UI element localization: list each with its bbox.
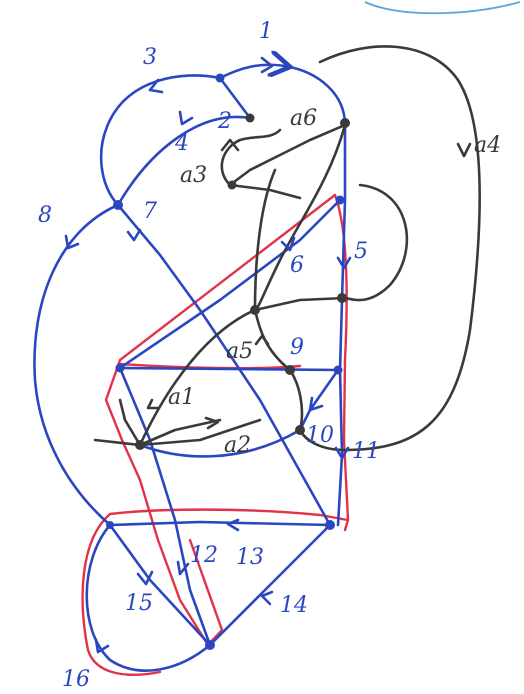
label-10: 10 xyxy=(306,423,334,448)
arrowheads xyxy=(64,56,352,654)
label-8: 8 xyxy=(38,203,52,228)
label-a5: a5 xyxy=(226,339,253,364)
label-5: 5 xyxy=(354,239,368,264)
label-a1: a1 xyxy=(168,385,195,410)
nodes xyxy=(106,73,350,650)
label-1: 1 xyxy=(259,19,273,44)
label-9: 9 xyxy=(290,335,304,360)
label-a4: a4 xyxy=(474,133,501,158)
label-2: 2 xyxy=(217,109,232,134)
label-6: 6 xyxy=(290,253,304,278)
label-16: 16 xyxy=(62,667,90,692)
label-a3: a3 xyxy=(180,163,207,188)
label-13: 13 xyxy=(236,545,264,570)
label-a6: a6 xyxy=(290,106,317,131)
dark-arrowheads xyxy=(146,138,472,430)
sky-arc xyxy=(364,1,521,15)
label-a2: a2 xyxy=(224,433,251,458)
red-outline xyxy=(81,193,350,677)
label-11: 11 xyxy=(352,439,380,464)
label-7: 7 xyxy=(143,199,157,224)
label-15: 15 xyxy=(125,591,153,616)
label-12: 12 xyxy=(190,543,218,568)
label-4: 4 xyxy=(174,131,189,156)
blue-strands xyxy=(33,65,347,672)
label-14: 14 xyxy=(280,593,308,618)
label-3: 3 xyxy=(143,45,157,70)
